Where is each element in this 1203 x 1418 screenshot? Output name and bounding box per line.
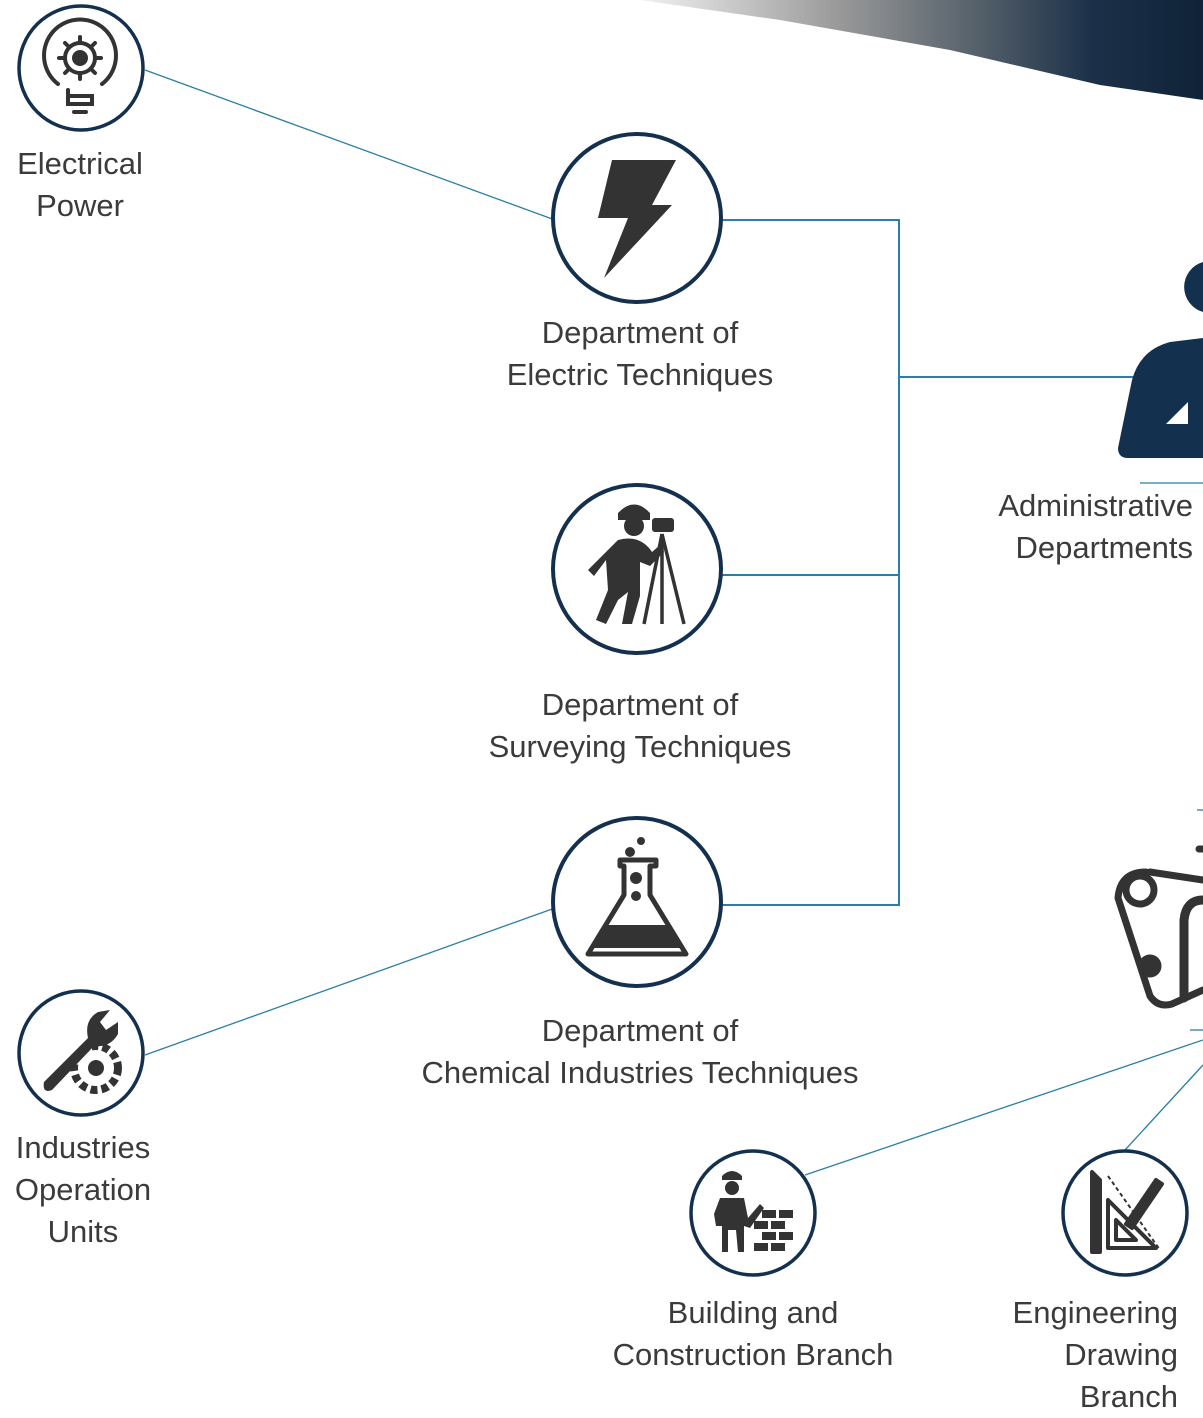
wrench-gear-icon [43, 1010, 122, 1094]
label-electrical-power: Electrical Power [0, 143, 160, 227]
node-administrative [1118, 262, 1203, 458]
label-line: Chemical Industries Techniques [421, 1055, 859, 1090]
label-line: Department of [541, 687, 739, 722]
label-line: Units [47, 1214, 119, 1249]
label-line: Surveying Techniques [488, 729, 792, 764]
label-line: Branch [1079, 1379, 1178, 1414]
connector-chemical-industries [144, 907, 556, 1056]
administrator-icon [1118, 262, 1203, 458]
connector-building-branch [804, 1039, 1203, 1176]
label-line: Operation [14, 1172, 152, 1207]
lightning-bolt-icon [598, 160, 676, 278]
label-line: Administrative [998, 488, 1193, 523]
gear-bulb-icon [42, 17, 118, 114]
label-line: Department of [541, 315, 739, 350]
label-line: Power [36, 188, 124, 223]
connector-electric-bus [722, 219, 900, 906]
blueprint-roll-icon [1114, 845, 1203, 1009]
connector-drawing-branch [1124, 1064, 1203, 1151]
bricklayer-icon [714, 1171, 793, 1252]
node-industries-operation [17, 989, 145, 1117]
node-surveying-techniques [551, 483, 723, 655]
label-line: Construction Branch [612, 1337, 894, 1372]
label-engineering-drawing: Engineering Drawing Branch [960, 1292, 1178, 1418]
label-line: Building and [667, 1295, 839, 1330]
label-building-construction: Building and Construction Branch [573, 1292, 933, 1376]
label-line: Electrical [17, 146, 143, 181]
label-electric-techniques: Department of Electric Techniques [440, 312, 840, 396]
label-surveying-techniques: Department of Surveying Techniques [440, 684, 840, 768]
surveyor-icon [588, 504, 686, 625]
label-administrative: Administrative Departments [940, 485, 1193, 569]
node-building-construction [689, 1149, 817, 1277]
label-line: Drawing [1064, 1337, 1178, 1372]
flask-icon [585, 837, 689, 957]
label-line: Engineering [1012, 1295, 1178, 1330]
label-line: Department of [541, 1013, 739, 1048]
drafting-tools-icon [1090, 1170, 1164, 1254]
label-industries-operation: Industries Operation Units [0, 1127, 166, 1253]
connectors [144, 69, 1203, 1176]
header-banner [640, 0, 1203, 100]
label-line: Departments [1015, 530, 1193, 565]
label-line: Industries [15, 1130, 151, 1165]
label-line: Electric Techniques [506, 357, 774, 392]
node-blueprints [1114, 845, 1203, 1009]
connector-power-electric [144, 69, 556, 221]
label-chemical-techniques: Department of Chemical Industries Techni… [380, 1010, 900, 1094]
node-electric-techniques [551, 132, 723, 304]
node-chemical-techniques [551, 816, 723, 988]
node-electrical-power [17, 4, 145, 132]
node-engineering-drawing [1061, 1149, 1189, 1277]
